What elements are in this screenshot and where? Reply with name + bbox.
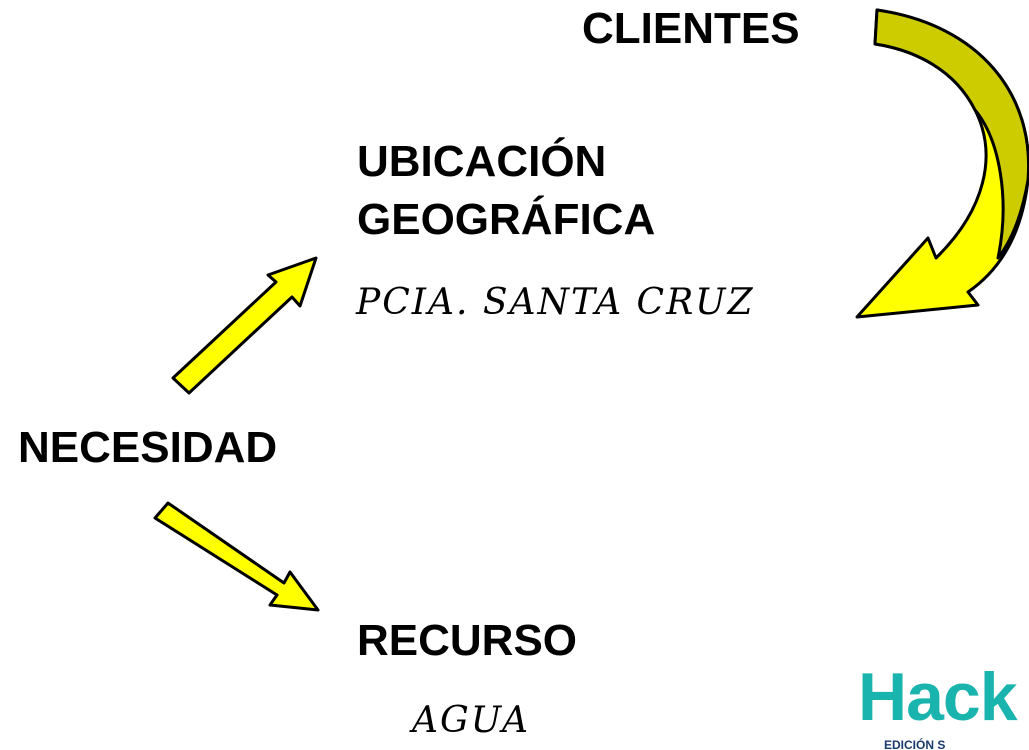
hackathon-logo-subtext: EDICIÓN S	[884, 738, 946, 750]
ubicacion-line1: UBICACIÓN	[357, 137, 607, 186]
necesidad-node: NECESIDAD	[18, 423, 278, 472]
pcia-santa-cruz-text: PCIA. SANTA CRUZ	[356, 282, 755, 323]
clientes-node: CLIENTES	[582, 4, 800, 53]
straight-arrow-icon	[171, 256, 318, 395]
hackathon-logo: Hack	[858, 659, 1018, 735]
ubicacion-geografica-node: UBICACIÓN GEOGRÁFICA	[357, 133, 655, 249]
ubicacion-line2: GEOGRÁFICA	[357, 195, 656, 244]
curved-arrow-icon	[855, 8, 1029, 319]
agua-text: AGUA	[412, 700, 530, 741]
recurso-node: RECURSO	[357, 616, 578, 665]
straight-arrow-icon	[153, 501, 320, 612]
